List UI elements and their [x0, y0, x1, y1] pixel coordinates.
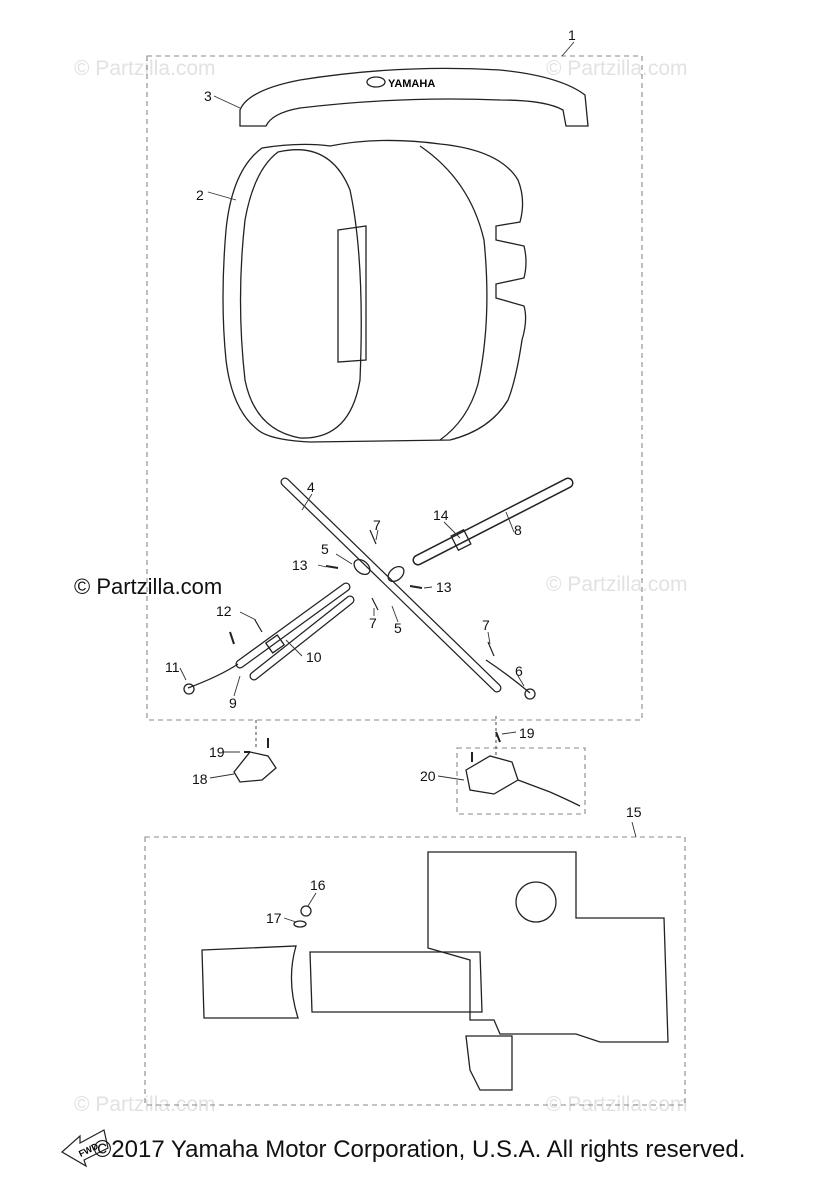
latch-assembly: [465, 716, 581, 807]
callouts: 1 2 3 4 5 5 6 7 7 7 8 9 10 11 12 13 13 1…: [165, 27, 642, 926]
copyright-notice: ©2017 Yamaha Motor Corporation, U.S.A. A…: [93, 1136, 746, 1163]
callout-11: 11: [165, 659, 180, 675]
bracket-left: [233, 720, 277, 783]
callout-8: 8: [514, 522, 522, 538]
callout-17: 17: [266, 910, 282, 926]
screws: [229, 529, 495, 657]
stay-rod-upper: [387, 477, 574, 583]
callout-5-upper: 5: [321, 541, 329, 557]
group-box-seat-assembly: [146, 55, 643, 721]
watermark-primary: © Partzilla.com: [74, 574, 222, 599]
callout-19-right: 19: [519, 725, 535, 741]
callout-20: 20: [420, 768, 436, 784]
callout-5-lower: 5: [394, 620, 402, 636]
cable-left: [187, 663, 239, 689]
callout-6: 6: [515, 663, 523, 679]
callout-7-right: 7: [482, 617, 490, 633]
callout-14: 14: [433, 507, 449, 523]
watermark-bottom-left: © Partzilla.com: [74, 1093, 216, 1116]
callout-7-upper: 7: [373, 517, 381, 533]
fwd-arrow-icon: FWD: [60, 1129, 109, 1168]
callout-2: 2: [196, 187, 204, 203]
group-box-latch-assembly: [456, 747, 586, 815]
callout-16: 16: [310, 877, 326, 893]
watermark-top-left: © Partzilla.com: [74, 57, 216, 80]
fastener: [293, 905, 312, 928]
grab-strap: YAMAHA: [239, 67, 589, 127]
group-box-mat-set: [144, 836, 686, 1106]
cable-knob-right: [524, 688, 536, 700]
leader-lines: [179, 41, 637, 923]
watermark-mid-right: © Partzilla.com: [546, 573, 688, 596]
callout-19-left: 19: [209, 744, 225, 760]
callout-13-right: 13: [436, 579, 452, 595]
seat-cushion: [222, 139, 527, 443]
brand-logo-text: YAMAHA: [388, 78, 435, 90]
watermark-top-right: © Partzilla.com: [546, 57, 688, 80]
callout-18: 18: [192, 771, 208, 787]
stay-rod-lower: [235, 582, 355, 681]
callout-15: 15: [626, 804, 642, 820]
callout-4: 4: [307, 479, 315, 495]
callout-7-middle: 7: [369, 615, 377, 631]
stay-rod-long: [280, 477, 502, 693]
callout-10: 10: [306, 649, 322, 665]
callout-13-left: 13: [292, 557, 308, 573]
callout-12: 12: [216, 603, 232, 619]
callout-3: 3: [204, 88, 212, 104]
callout-1: 1: [568, 27, 576, 43]
mat-set: [201, 851, 669, 1091]
callout-9: 9: [229, 695, 237, 711]
cable-knob-left: [183, 683, 195, 695]
